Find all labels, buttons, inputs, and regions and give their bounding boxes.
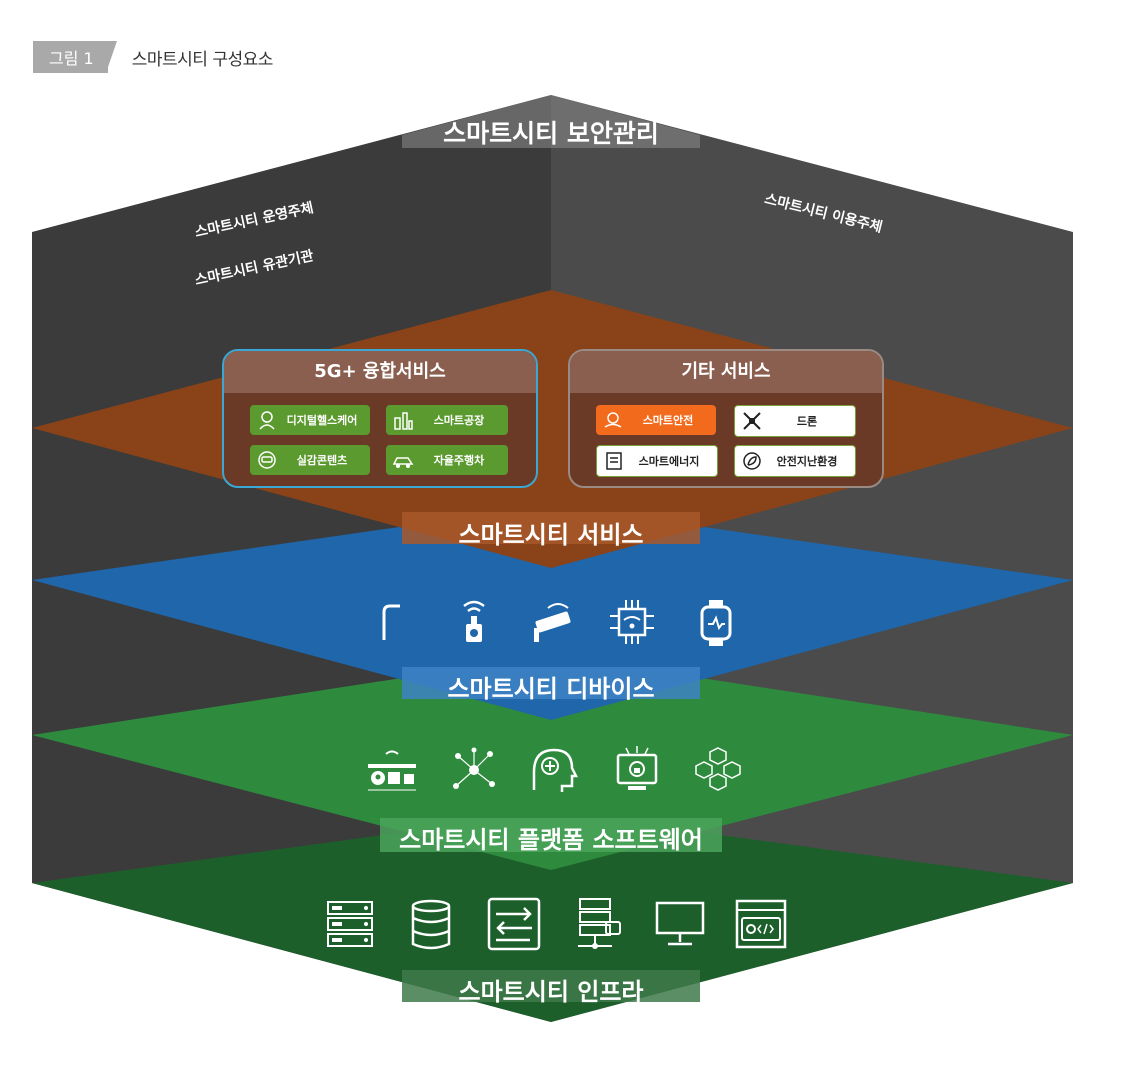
drone-icon [743, 412, 761, 430]
security-band [402, 95, 700, 148]
server-rack-icon [327, 901, 373, 947]
smart-safety-label: 스마트안전 [642, 414, 694, 427]
cube-cluster-icon [695, 747, 741, 791]
energy-meter-icon [606, 452, 622, 470]
smart-factory-item: 스마트공장 [386, 405, 508, 435]
web-code-icon [735, 899, 787, 949]
platform-layer-label: 스마트시티 플랫폼 소프트웨어 [399, 826, 703, 854]
immersive-content-item: 실감콘텐츠 [250, 445, 370, 475]
vr-head-icon [258, 451, 276, 469]
security-label: 스마트시티 보안관리 [443, 119, 659, 148]
iot-chip-icon [610, 600, 654, 644]
monitor-icon [655, 901, 705, 946]
fiveg-service-card: 5G+ 융합서비스 디지털헬스케어 스마트공장 실감콘텐츠 자율주행차 [222, 349, 538, 488]
digital-healthcare-item: 디지털헬스케어 [250, 405, 370, 435]
network-server-icon [578, 898, 621, 949]
environment-leaf-icon [743, 452, 761, 470]
healthcare-icon [259, 411, 275, 430]
safety-environment-label: 안전지난환경 [776, 455, 838, 468]
service-layer-label: 스마트시티 서비스 [458, 521, 644, 549]
infra-label-band [402, 970, 700, 1002]
figure-header: 그림 1 스마트시티 구성요소 [33, 40, 273, 74]
smart-factory-label: 스마트공장 [433, 414, 485, 427]
infra-layer [32, 812, 1073, 1022]
safety-hands-icon [604, 412, 622, 428]
data-transfer-icon [487, 897, 541, 951]
figure-tag: 그림 1 [33, 41, 117, 73]
smart-energy-label: 스마트에너지 [638, 455, 700, 468]
device-label-band [402, 667, 700, 699]
autonomous-car-label: 자율주행차 [433, 454, 485, 467]
device-layer [32, 505, 1073, 720]
wifi-sensor-icon [463, 600, 485, 642]
immersive-content-label: 실감콘텐츠 [296, 454, 348, 467]
street-lamp-icon [382, 604, 400, 640]
smart-safety-item: 스마트안전 [596, 405, 716, 435]
location-network-icon [368, 750, 416, 791]
drone-item: 드론 [734, 405, 856, 437]
cctv-camera-icon [534, 603, 571, 642]
smartwatch-icon [700, 600, 732, 646]
other-service-card: 기타 서비스 스마트안전 드론 스마트에너지 안전지난환경 [568, 349, 884, 488]
platform-layer [32, 655, 1073, 870]
ai-head-icon [532, 748, 579, 792]
autonomous-car-item: 자율주행차 [386, 445, 508, 475]
factory-icon [394, 412, 413, 430]
figure-title: 스마트시티 구성요소 [131, 49, 274, 70]
network-nodes-icon [453, 747, 495, 789]
infra-layer-label: 스마트시티 인프라 [458, 978, 644, 1006]
fiveg-card-title: 5G+ 융합서비스 [224, 351, 536, 393]
platform-label-band [380, 818, 722, 852]
drone-label: 드론 [796, 415, 818, 428]
car-icon [392, 457, 414, 468]
service-label-band [402, 512, 700, 544]
smart-energy-item: 스마트에너지 [596, 445, 718, 477]
security-monitor-icon [616, 746, 658, 790]
other-card-title: 기타 서비스 [570, 351, 882, 393]
safety-environment-item: 안전지난환경 [734, 445, 856, 477]
digital-healthcare-label: 디지털헬스케어 [286, 414, 358, 427]
device-layer-label: 스마트시티 디바이스 [447, 675, 655, 703]
database-icon [411, 899, 451, 950]
